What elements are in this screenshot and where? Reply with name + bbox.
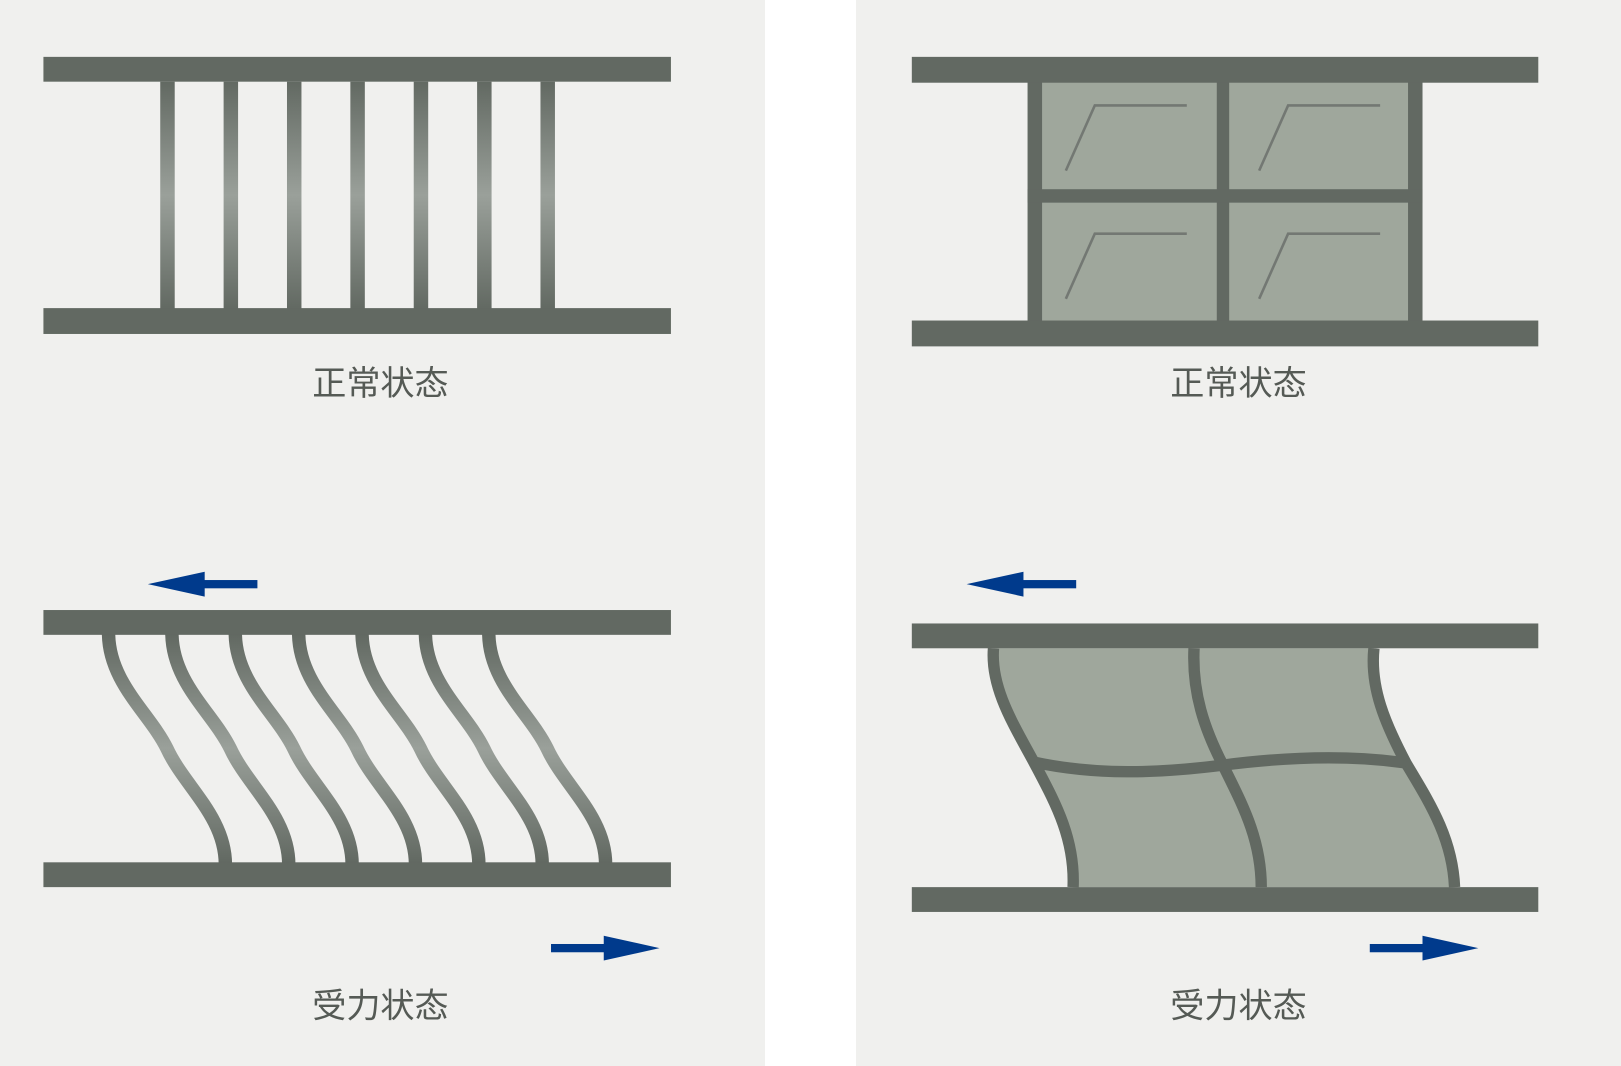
vertical-bar xyxy=(540,81,555,310)
deformed-middle-beam xyxy=(1032,752,1407,778)
bottom-beam xyxy=(911,887,1539,912)
bottom-beam xyxy=(43,862,671,888)
right-normal-label: 正常状态 xyxy=(1170,364,1306,404)
top-beam xyxy=(911,56,1539,83)
deformed-bar xyxy=(482,632,613,865)
frame-middle-beam xyxy=(1027,189,1423,203)
left-loaded-label: 受力状态 xyxy=(312,986,448,1026)
vertical-bar xyxy=(160,81,175,310)
vertical-bar xyxy=(413,81,429,310)
vertical-bar xyxy=(477,81,492,310)
deformed-bar xyxy=(228,632,359,865)
deformed-bar xyxy=(355,632,486,865)
deformed-bar xyxy=(165,632,296,865)
force-displacement-icon xyxy=(1064,104,1187,172)
cell-curve-icons xyxy=(1064,104,1381,300)
vertical-bar xyxy=(223,81,239,310)
vertical-bar xyxy=(286,81,302,310)
bottom-beam xyxy=(43,308,671,334)
force-displacement-icon xyxy=(1064,232,1187,300)
deformed-bar xyxy=(418,632,549,865)
left-force-arrow-left xyxy=(147,571,258,597)
force-displacement-icon xyxy=(1257,104,1381,172)
deformed-bar xyxy=(291,632,423,865)
right-loaded-label: 受力状态 xyxy=(1170,986,1306,1026)
left-loaded-structure xyxy=(43,610,671,888)
right-force-arrow-right xyxy=(551,935,660,961)
left-normal-structure xyxy=(43,56,671,334)
force-displacement-icon xyxy=(1257,232,1381,300)
right-force-arrow-left xyxy=(966,571,1077,597)
right-force-arrow-right xyxy=(1369,935,1479,961)
top-beam xyxy=(43,610,671,635)
left-normal-label: 正常状态 xyxy=(312,364,448,404)
bottom-beam xyxy=(911,320,1539,347)
vertical-bar xyxy=(350,81,365,310)
deformed-bar xyxy=(101,632,233,865)
right-loaded-structure xyxy=(911,623,1539,912)
left-panel xyxy=(0,0,766,1066)
right-normal-structure xyxy=(911,56,1539,347)
top-beam xyxy=(911,623,1539,649)
top-beam xyxy=(43,56,671,82)
